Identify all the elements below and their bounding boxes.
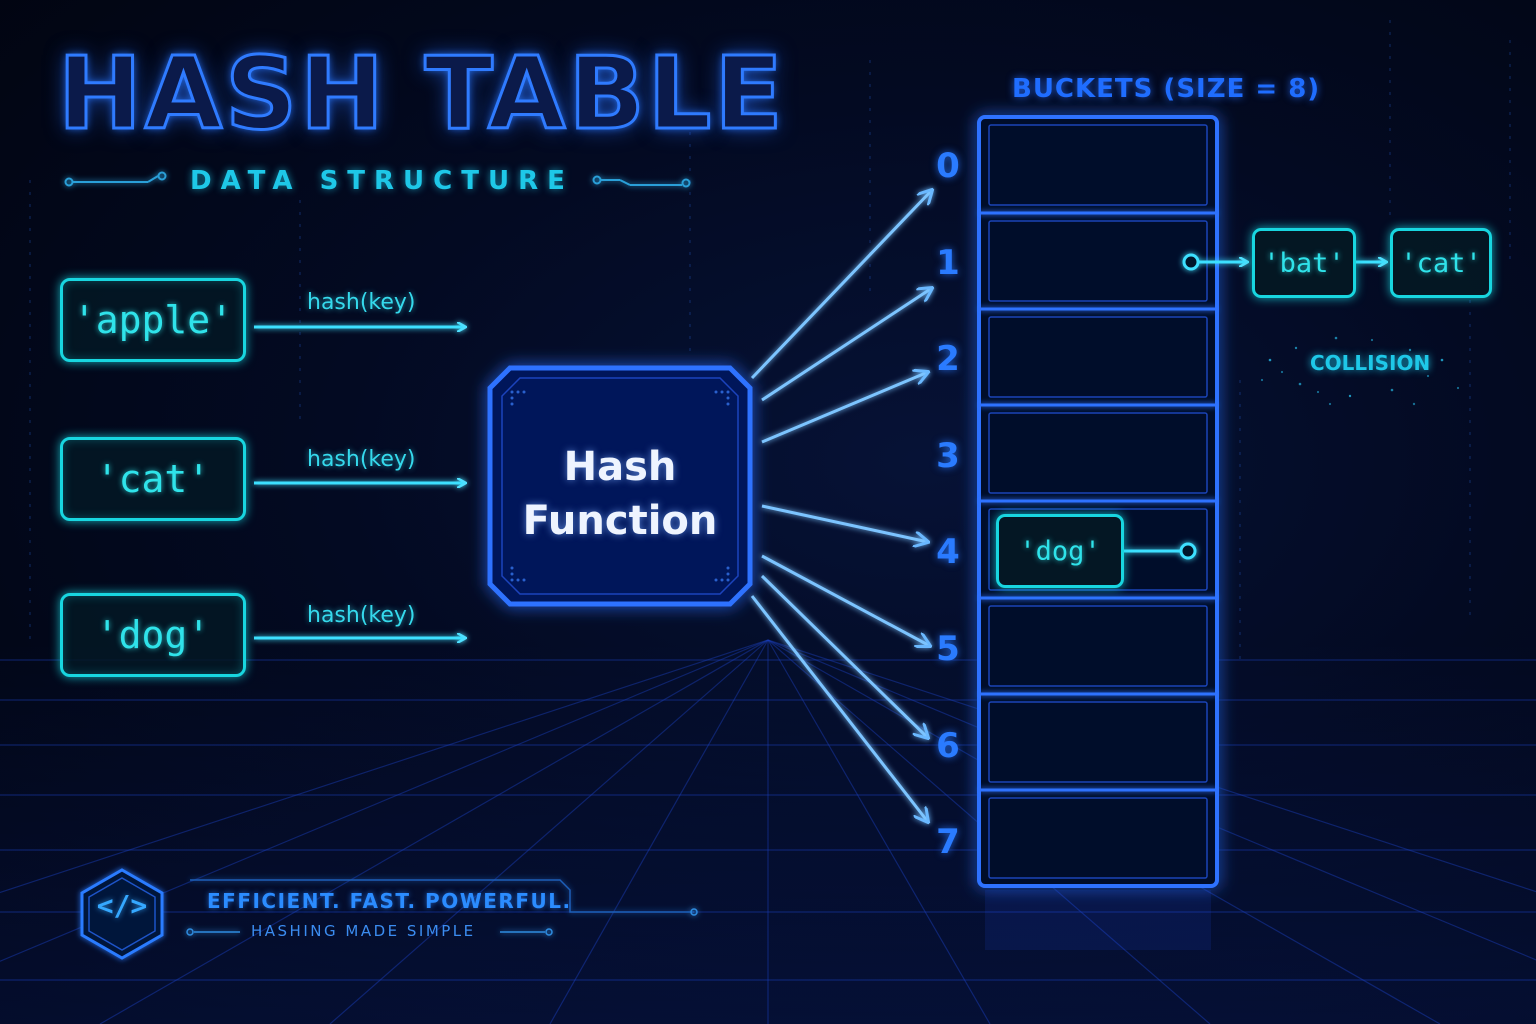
bucket-index-6: 6 xyxy=(936,726,960,766)
bucket-entry-dog: 'dog' xyxy=(996,514,1124,588)
chain-node-cat: 'cat' xyxy=(1390,228,1492,298)
key-arrows xyxy=(254,327,465,638)
footer-tagline: EFFICIENT. FAST. POWERFUL. xyxy=(207,889,572,913)
hash-function-line1: Hash xyxy=(563,444,677,490)
code-icon: </> xyxy=(96,889,148,922)
key-dog: 'dog' xyxy=(60,593,246,677)
bucket-arrows xyxy=(750,190,932,822)
data-rain xyxy=(29,20,1511,660)
bucket-slots xyxy=(979,211,1217,792)
bucket-index-0: 0 xyxy=(936,146,960,186)
buckets-title: BUCKETS (SIZE = 8) xyxy=(1012,74,1321,104)
bucket-reflection xyxy=(985,890,1211,950)
bucket-index-4: 4 xyxy=(936,532,960,572)
collision-particles xyxy=(1260,336,1460,406)
chip-dots xyxy=(510,390,730,582)
hash-function-chip xyxy=(487,365,753,607)
key-cat: 'cat' xyxy=(60,437,246,521)
page-subtitle: DATA STRUCTURE xyxy=(190,166,574,196)
collision-label: COLLISION xyxy=(1310,351,1431,375)
hash-function-line2: Function xyxy=(522,498,718,544)
hash-key-label-1: hash(key) xyxy=(307,290,416,315)
bucket-index-3: 3 xyxy=(936,436,960,476)
footer-graphics xyxy=(80,868,698,960)
bucket-index-7: 7 xyxy=(936,822,960,862)
hash-key-label-2: hash(key) xyxy=(307,447,416,472)
bucket-index-5: 5 xyxy=(936,629,960,669)
key-apple: 'apple' xyxy=(60,278,246,362)
bucket-index-1: 1 xyxy=(936,243,960,283)
page-title: HASH TABLE xyxy=(57,35,786,152)
bucket-index-2: 2 xyxy=(936,339,960,379)
hash-key-label-3: hash(key) xyxy=(307,603,416,628)
hash-function-label: Hash Function xyxy=(490,440,750,548)
subtitle-decoration xyxy=(64,171,691,188)
chain-node-bat: 'bat' xyxy=(1252,228,1356,298)
chain-pointers xyxy=(1124,253,1386,560)
footer-subtagline: HASHING MADE SIMPLE xyxy=(251,922,476,940)
